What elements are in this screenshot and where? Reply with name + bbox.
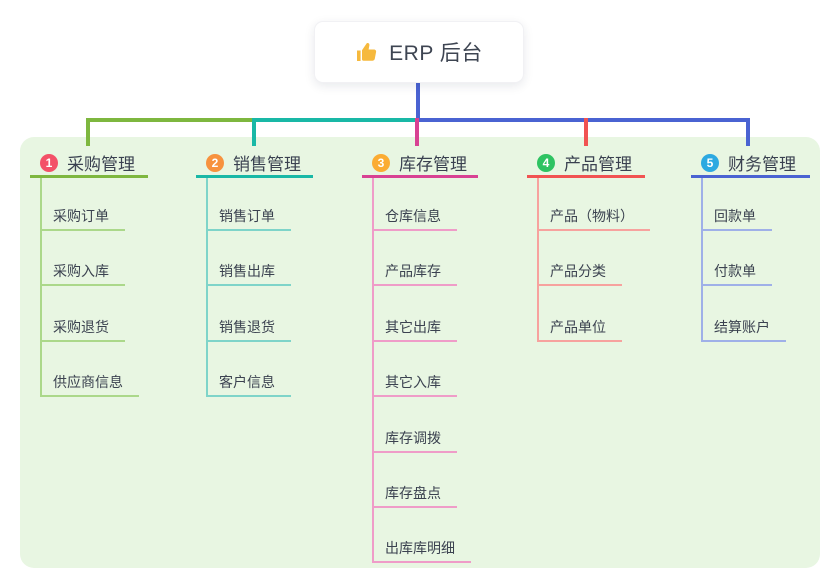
branch-underline-4 xyxy=(527,175,645,178)
thumbs-up-icon xyxy=(355,40,379,64)
branch-number-badge: 1 xyxy=(40,153,58,172)
branch-number-badge: 4 xyxy=(537,153,555,172)
child-node[interactable]: 销售退货 xyxy=(206,317,291,342)
branch-node-3[interactable]: 3 库存管理 xyxy=(372,150,467,175)
child-node[interactable]: 库存盘点 xyxy=(372,483,457,508)
child-node[interactable]: 付款单 xyxy=(701,261,772,286)
child-node[interactable]: 其它入库 xyxy=(372,372,457,397)
child-node[interactable]: 产品分类 xyxy=(537,261,622,286)
branch-trunk-4 xyxy=(537,178,539,342)
child-node[interactable]: 出库库明细 xyxy=(372,538,471,563)
branch-label: 销售管理 xyxy=(233,155,301,174)
branch-number-badge: 5 xyxy=(701,153,719,172)
connector-bus-segment-1 xyxy=(86,118,256,122)
child-node[interactable]: 销售出库 xyxy=(206,261,291,286)
child-node[interactable]: 采购订单 xyxy=(40,206,125,231)
root-node[interactable]: ERP 后台 xyxy=(314,21,524,83)
branches-panel xyxy=(20,137,820,568)
child-node[interactable]: 销售订单 xyxy=(206,206,291,231)
branch-trunk-5 xyxy=(701,178,703,342)
child-node[interactable]: 仓库信息 xyxy=(372,206,457,231)
child-node[interactable]: 产品（物料） xyxy=(537,206,650,231)
connector-branch-drop-5 xyxy=(746,118,750,146)
child-node[interactable]: 产品库存 xyxy=(372,261,457,286)
branch-underline-2 xyxy=(196,175,313,178)
branch-underline-3 xyxy=(362,175,478,178)
child-node[interactable]: 采购退货 xyxy=(40,317,125,342)
connector-branch-drop-2 xyxy=(252,118,256,146)
child-node[interactable]: 客户信息 xyxy=(206,372,291,397)
branch-node-4[interactable]: 4 产品管理 xyxy=(537,150,632,175)
child-node[interactable]: 其它出库 xyxy=(372,317,457,342)
branch-label: 库存管理 xyxy=(399,155,467,174)
branch-label: 采购管理 xyxy=(67,155,135,174)
child-node[interactable]: 回款单 xyxy=(701,206,772,231)
branch-underline-1 xyxy=(30,175,148,178)
branch-trunk-2 xyxy=(206,178,208,397)
connector-bus-segment-2 xyxy=(252,118,419,122)
child-node[interactable]: 产品单位 xyxy=(537,317,622,342)
branch-node-2[interactable]: 2 销售管理 xyxy=(206,150,301,175)
connector-root-drop xyxy=(416,80,420,122)
branch-label: 产品管理 xyxy=(564,155,632,174)
branch-label: 财务管理 xyxy=(728,155,796,174)
branch-number-badge: 3 xyxy=(372,153,390,172)
child-node[interactable]: 库存调拨 xyxy=(372,428,457,453)
branch-node-5[interactable]: 5 财务管理 xyxy=(701,150,796,175)
branch-trunk-3 xyxy=(372,178,374,563)
child-node[interactable]: 结算账户 xyxy=(701,317,786,342)
branch-underline-5 xyxy=(691,175,810,178)
branch-number-badge: 2 xyxy=(206,153,224,172)
root-title: ERP 后台 xyxy=(389,42,483,65)
child-node[interactable]: 供应商信息 xyxy=(40,372,139,397)
child-node[interactable]: 采购入库 xyxy=(40,261,125,286)
branch-node-1[interactable]: 1 采购管理 xyxy=(40,150,135,175)
connector-branch-drop-1 xyxy=(86,118,90,146)
branch-trunk-1 xyxy=(40,178,42,397)
connector-branch-drop-4 xyxy=(584,118,588,146)
connector-branch-drop-3 xyxy=(415,118,419,146)
